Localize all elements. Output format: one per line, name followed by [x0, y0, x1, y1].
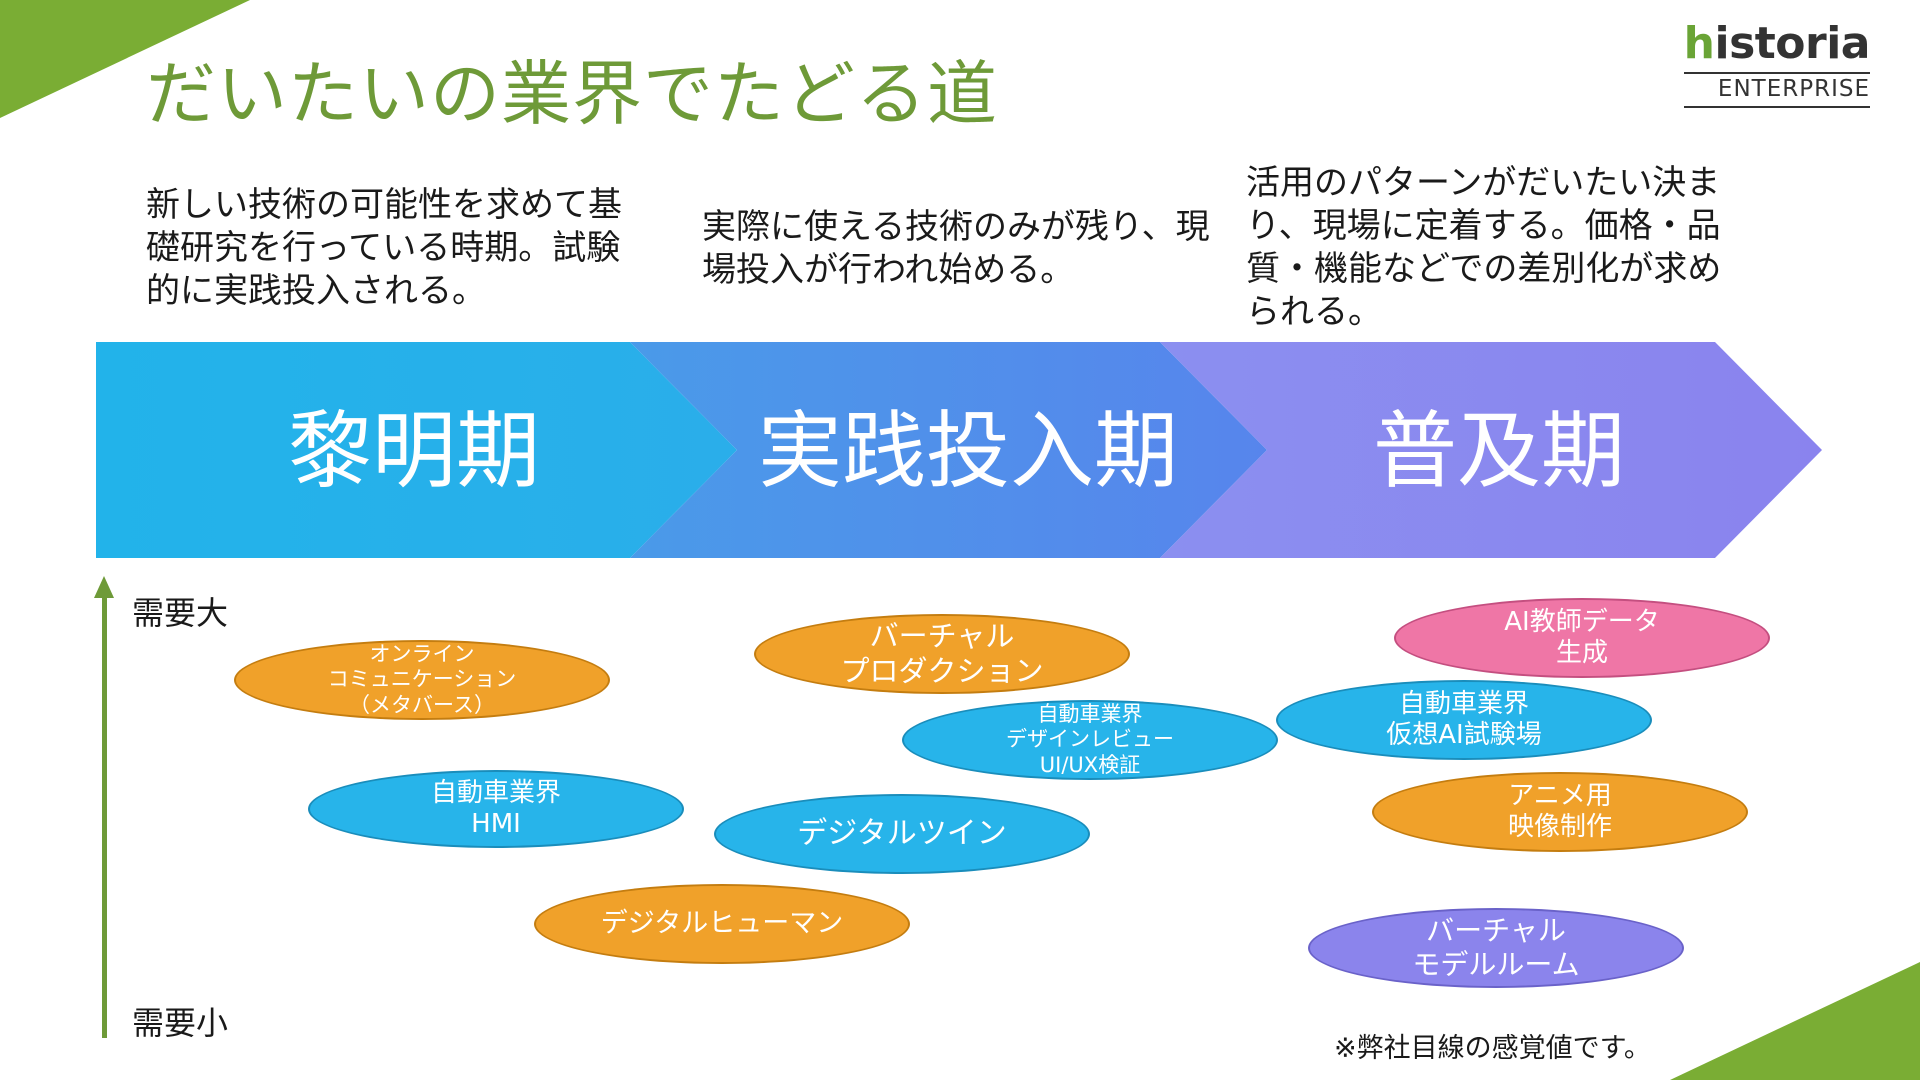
logo-wordmark-rest: istoria — [1714, 18, 1870, 69]
bubble-virtual-ai-test-site-text: 自動車業界 仮想AI試験場 — [1386, 688, 1542, 750]
description-practical: 実際に使える技術のみが残り、現場投入が行われ始める。 — [702, 207, 1210, 290]
bubble-virtual-production-text: バーチャル プロダクション — [840, 619, 1044, 688]
logo-wordmark-initial: h — [1683, 18, 1715, 69]
bubble-online-communication: オンライン コミュニケーション （メタバース） — [234, 640, 610, 720]
bubble-online-communication-text: オンライン コミュニケーション （メタバース） — [327, 642, 517, 717]
bubble-ai-training-data-text: AI教師データ 生成 — [1504, 606, 1660, 668]
description-spread: 活用のパターンがだいたい決まり、現場に定着する。価格・品質・機能などでの差別化が… — [1246, 163, 1722, 332]
bubble-virtual-model-room: バーチャル モデルルーム — [1308, 908, 1684, 988]
bubble-digital-twin: デジタルツイン — [714, 794, 1090, 874]
stage-arrows: 黎明期 実践投入期 普及期 — [96, 342, 1822, 558]
bubble-virtual-ai-test-site: 自動車業界 仮想AI試験場 — [1276, 680, 1652, 760]
corner-decoration-top-left — [0, 0, 250, 118]
footnote: ※弊社目線の感覚値です。 — [1334, 1033, 1651, 1064]
demand-high-label: 需要大 — [132, 594, 229, 632]
logo-subtitle: ENTERPRISE — [1683, 72, 1870, 108]
bubble-anime-production-text: アニメ用 映像制作 — [1507, 780, 1612, 842]
stage-label-practical: 実践投入期 — [758, 402, 1178, 500]
demand-axis-arrowhead — [94, 576, 114, 598]
bubble-virtual-production: バーチャル プロダクション — [754, 614, 1130, 694]
demand-axis — [102, 596, 107, 1038]
bubble-design-review: 自動車業界 デザインレビュー UI/UX検証 — [902, 700, 1278, 780]
bubble-ai-training-data: AI教師データ 生成 — [1394, 598, 1770, 678]
stage-arrow-dawn — [96, 342, 737, 558]
historia-logo: historia ENTERPRISE — [1683, 22, 1871, 108]
stage-label-spread: 普及期 — [1373, 402, 1625, 500]
stage-label-dawn: 黎明期 — [288, 402, 540, 500]
bubble-anime-production: アニメ用 映像制作 — [1372, 772, 1748, 852]
bubble-automotive-hmi-text: 自動車業界 HMI — [430, 777, 561, 839]
bubble-digital-human-text: デジタルヒューマン — [600, 907, 844, 939]
stage-arrow-spread — [1160, 342, 1822, 558]
corner-decoration-bottom-right — [1670, 962, 1920, 1080]
bubble-digital-twin-text: デジタルツイン — [797, 816, 1007, 851]
description-dawn: 新しい技術の可能性を求めて基礎研究を行っている時期。試験的に実践投入される。 — [146, 185, 622, 311]
bubble-automotive-hmi: 自動車業界 HMI — [308, 770, 684, 848]
bubble-design-review-text: 自動車業界 デザインレビュー UI/UX検証 — [1006, 702, 1174, 777]
demand-low-label: 需要小 — [132, 1004, 229, 1042]
logo-wordmark: historia — [1684, 22, 1871, 66]
slide-title: だいたいの業界でたどる道 — [146, 53, 998, 135]
stage-arrow-practical — [630, 342, 1267, 558]
bubble-virtual-model-room-text: バーチャル モデルルーム — [1412, 914, 1580, 981]
bubble-digital-human: デジタルヒューマン — [534, 884, 910, 964]
